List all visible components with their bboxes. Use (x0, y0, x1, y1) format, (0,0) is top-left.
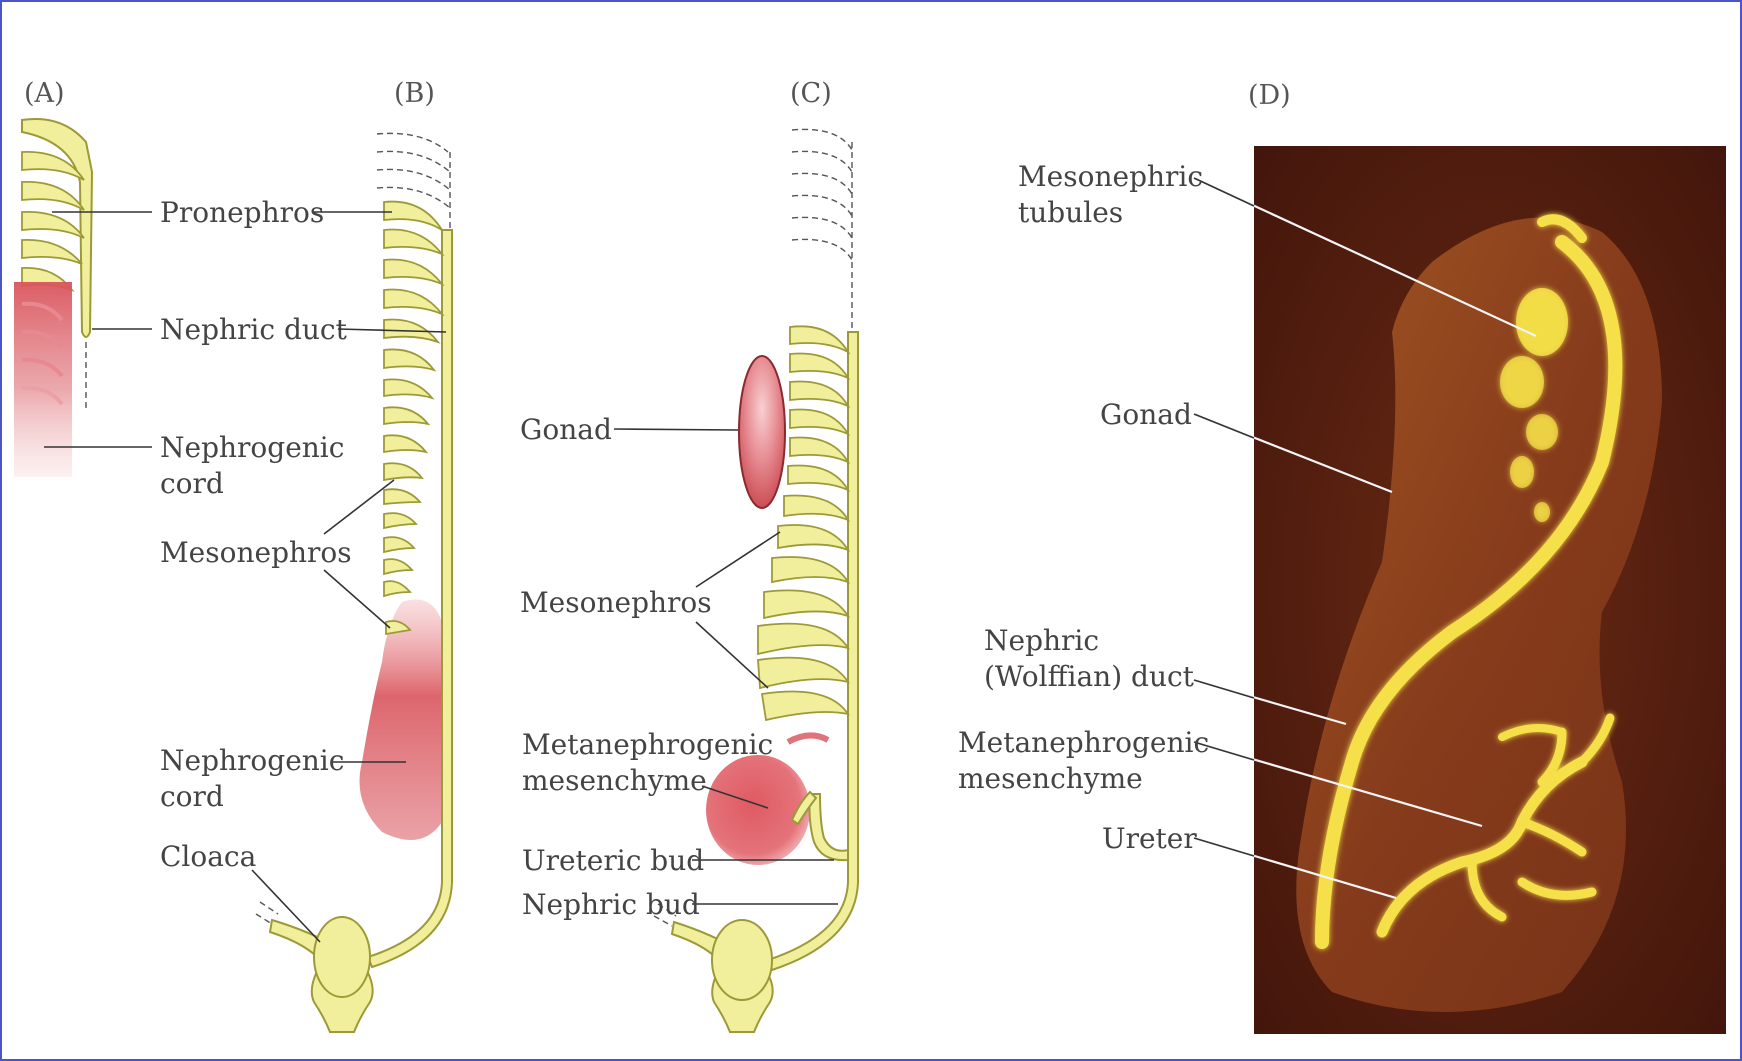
gonad-label-c: Gonad (520, 413, 612, 446)
nephrogenic-cord-label-b-line2: cord (160, 780, 224, 813)
mesonephros-leader-c1 (696, 532, 780, 587)
pronephros-label: Pronephros (160, 196, 324, 229)
panel-b-nephrogenic-cord (360, 600, 443, 841)
panel-c-letter: (C) (790, 78, 832, 109)
panel-a: (A) Pronephros Nephric duct Nephrogenic … (14, 78, 348, 500)
ureteric-bud-c (810, 794, 849, 860)
nephric-duct-leader-d-outside (1194, 680, 1254, 698)
cloaca-dash-b2 (260, 902, 278, 914)
nephric-duct-label: Nephric duct (160, 313, 348, 346)
nephric-duct-label-d-line1: Nephric (984, 624, 1099, 657)
gonad-leader-d-outside (1194, 414, 1254, 438)
metanephrogenic-label-c-line1: Metanephrogenic (522, 728, 773, 761)
panel-c-dashed-tubules (792, 129, 852, 332)
mesonephric-remnant-c (788, 735, 828, 742)
nephrogenic-cord-label-a-line1: Nephrogenic (160, 431, 344, 464)
nephrogenic-cord-label-b-line1: Nephrogenic (160, 744, 344, 777)
cloaca-bulb-b (314, 917, 370, 997)
pronephros-tubules (22, 152, 84, 290)
mesonephric-tubules-label-line1: Mesonephric (1018, 160, 1203, 193)
panel-c: (C) (520, 78, 858, 1032)
ureter-label: Ureter (1102, 822, 1197, 855)
nephrogenic-cord-label-a-line2: cord (160, 467, 224, 500)
cloaca-label: Cloaca (160, 840, 256, 873)
nephric-duct-label-d-line2: (Wolffian) duct (984, 660, 1195, 693)
nephric-bud-label: Nephric bud (522, 888, 700, 921)
metanephrogenic-label-d-line1: Metanephrogenic (958, 726, 1209, 759)
cloaca-bulb-c (712, 920, 772, 1000)
gonad-leader-c (614, 429, 738, 430)
nephric-duct-b (368, 230, 452, 967)
panel-d-letter: (D) (1248, 80, 1291, 111)
gonad-c (739, 356, 785, 508)
mesonephros-leader-b2 (324, 570, 390, 628)
metanephrogenic-label-c-line2: mesenchyme (522, 764, 707, 797)
mesonephros-label-b: Mesonephros (160, 536, 352, 569)
ureter-leader-d-outside (1194, 838, 1254, 856)
cloaca-dash-b (256, 914, 272, 924)
fluorescence-photo (1254, 146, 1726, 1034)
metanephrogenic-label-d-line2: mesenchyme (958, 762, 1143, 795)
metanephrogenic-mesenchyme-c (706, 755, 810, 865)
mesonephric-tubules-label-line2: tubules (1018, 196, 1123, 229)
panel-b-tubules (384, 202, 442, 634)
mesonephros-label-c: Mesonephros (520, 586, 712, 619)
ureteric-bud-label: Ureteric bud (522, 844, 704, 877)
gonad-label-d: Gonad (1100, 398, 1192, 431)
panel-b-letter: (B) (394, 78, 435, 109)
panel-d: (D) (958, 80, 1726, 1034)
panel-a-letter: (A) (24, 78, 65, 109)
